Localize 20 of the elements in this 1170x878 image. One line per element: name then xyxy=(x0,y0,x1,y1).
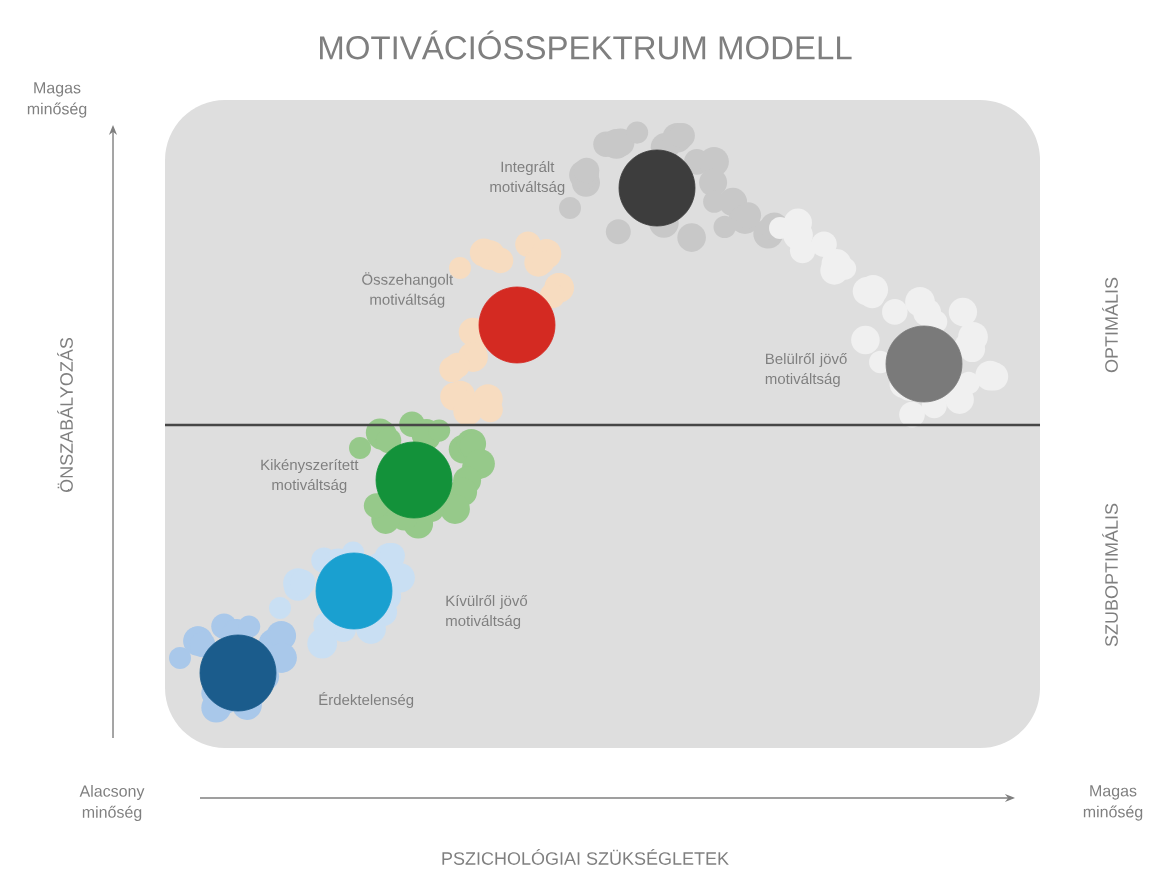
motivation-circle xyxy=(315,552,393,630)
motivation-circle xyxy=(618,149,696,227)
motivation-circle xyxy=(375,441,453,519)
zone-label: SZUBOPTIMÁLIS xyxy=(1102,503,1118,647)
axis-label: Alacsony minőség xyxy=(79,785,145,821)
circle-label: Kívülről jövő motiváltság xyxy=(446,594,528,630)
circle-label: Érdektelenség xyxy=(319,691,414,709)
circle-label: Kikényszerített motiváltság xyxy=(261,458,359,494)
axis-title: ÖNSZABÁLYOZÁS xyxy=(57,337,73,492)
zone-label: OPTIMÁLIS xyxy=(1102,277,1118,373)
motivation-circle xyxy=(199,634,277,712)
motivation-circle xyxy=(478,286,556,364)
circle-label: Integrált motiváltság xyxy=(490,160,565,196)
circle-label: Belülről jövő motiváltság xyxy=(765,352,847,388)
circle-label: Összehangolt motiváltság xyxy=(362,272,454,308)
title: MOTIVÁCIÓSSPEKTRUM MODELL xyxy=(320,30,852,60)
axis-label: Magas minőség xyxy=(27,82,87,118)
axis-title: PSZICHOLÓGIAI SZÜKSÉGLETEK xyxy=(442,849,729,865)
motivation-circle xyxy=(885,325,963,403)
axis-label: Magas minőség xyxy=(1083,785,1143,821)
